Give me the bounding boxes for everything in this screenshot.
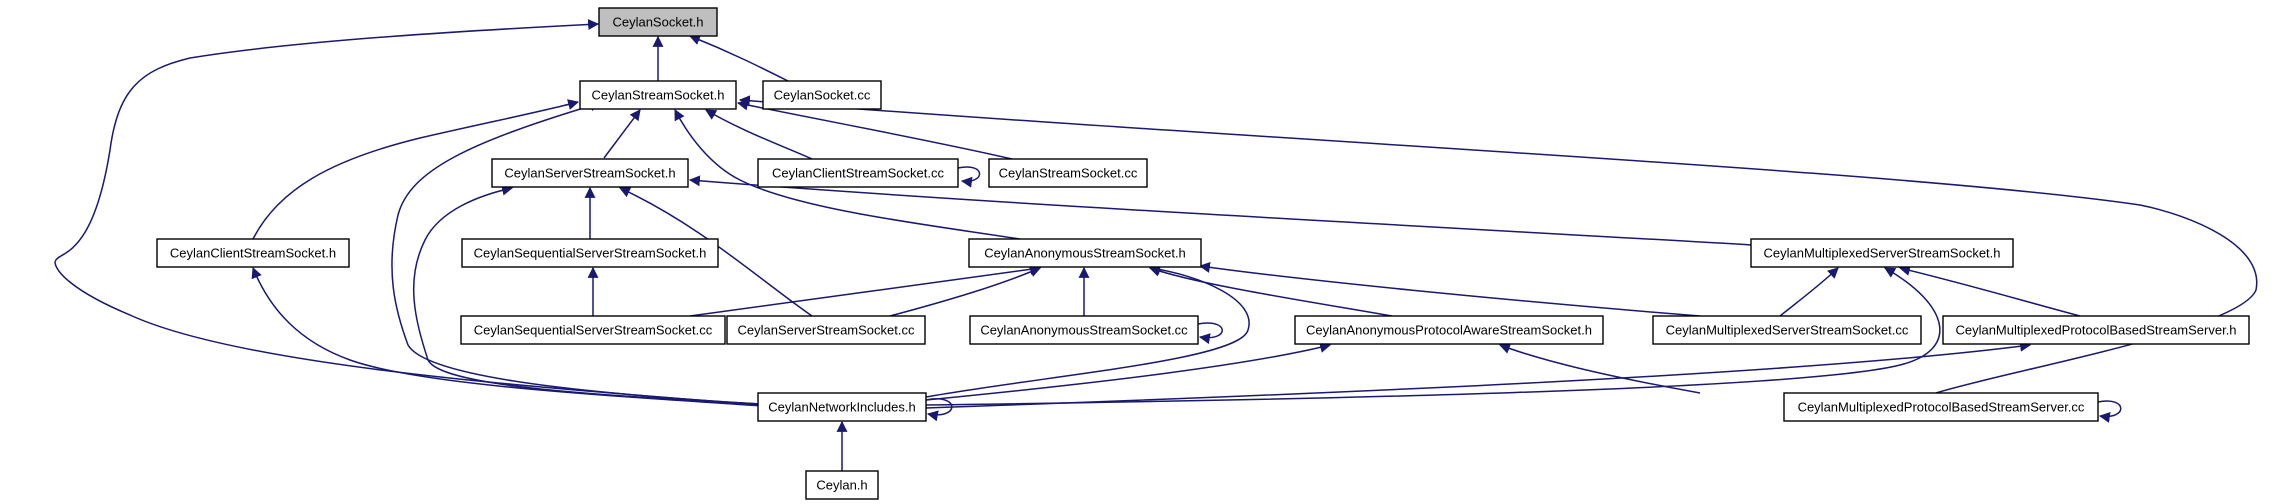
- node-ceylan-server-stream-socket-h[interactable]: CeylanServerStreamSocket.h: [491, 158, 689, 188]
- edge-network-includes-self-loop: [925, 398, 953, 422]
- edge-multiplexed-protocol-server-h-to-multiplexed-server-stream-socket-h: [1898, 264, 2081, 317]
- node-ceylan-stream-socket-cc[interactable]: CeylanStreamSocket.cc: [988, 158, 1148, 188]
- node-ceylan-stream-socket-h[interactable]: CeylanStreamSocket.h: [579, 80, 737, 110]
- node-box-ceylan-anonymous-stream-socket-cc[interactable]: [969, 315, 1199, 345]
- node-ceylan-multiplexed-protocol-based-stream-server-cc[interactable]: CeylanMultiplexedProtocolBasedStreamServ…: [1783, 392, 2099, 422]
- edge-network-includes-to-stream-socket-h: [391, 100, 761, 405]
- node-box-ceylan-sequential-server-stream-socket-h[interactable]: [461, 238, 719, 268]
- node-label-ceylan-stream-socket-cc: CeylanStreamSocket.cc: [999, 166, 1138, 181]
- node-box-ceylan-stream-socket-cc[interactable]: [988, 158, 1148, 188]
- node-box-ceylan-multiplexed-server-stream-socket-h[interactable]: [1750, 238, 2014, 268]
- node-label-ceylan-client-stream-socket-cc: CeylanClientStreamSocket.cc: [772, 166, 944, 181]
- node-box-ceylan-multiplexed-server-stream-socket-cc[interactable]: [1652, 315, 1922, 345]
- edges-layer: [54, 19, 2258, 471]
- edge-anonymous-stream-socket-h-to-stream-socket-h: [674, 109, 1021, 240]
- edge-network-includes-to-multiplexed-protocol-server-h: [925, 340, 2032, 409]
- node-box-ceylan-multiplexed-protocol-based-stream-server-h[interactable]: [1942, 315, 2250, 345]
- node-box-ceylan-anonymous-protocol-aware-stream-socket-h[interactable]: [1294, 315, 1604, 345]
- node-label-ceylan-client-stream-socket-h: CeylanClientStreamSocket.h: [170, 246, 336, 261]
- node-ceylan-multiplexed-protocol-based-stream-server-h[interactable]: CeylanMultiplexedProtocolBasedStreamServ…: [1942, 315, 2250, 345]
- node-ceylan-client-stream-socket-h[interactable]: CeylanClientStreamSocket.h: [156, 238, 350, 268]
- node-ceylan-server-stream-socket-cc[interactable]: CeylanServerStreamSocket.cc: [726, 315, 926, 345]
- node-box-ceylan-socket-h[interactable]: [598, 7, 718, 37]
- node-ceylan-anonymous-stream-socket-cc[interactable]: CeylanAnonymousStreamSocket.cc: [969, 315, 1199, 345]
- node-label-ceylan-socket-cc: CeylanSocket.cc: [774, 88, 871, 103]
- node-label-ceylan-multiplexed-protocol-based-stream-server-cc: CeylanMultiplexedProtocolBasedStreamServ…: [1798, 400, 2085, 415]
- node-label-ceylan-sequential-server-stream-socket-cc: CeylanSequentialServerStreamSocket.cc: [474, 323, 713, 338]
- node-label-ceylan-stream-socket-h: CeylanStreamSocket.h: [592, 88, 725, 103]
- edge-multiplexed-server-stream-socket-cc-to-multiplexed-server-stream-socket-h: [1779, 267, 1839, 317]
- edge-client-stream-socket-cc-self-loop: [957, 166, 981, 188]
- node-box-ceylan-server-stream-socket-cc[interactable]: [726, 315, 926, 345]
- node-box-ceylan-multiplexed-protocol-based-stream-server-cc[interactable]: [1783, 392, 2099, 422]
- edge-multiplexed-server-stream-socket-cc-to-anonymous-stream-socket-h: [1198, 261, 1701, 317]
- node-ceylan-h[interactable]: Ceylan.h: [805, 470, 879, 500]
- node-ceylan-sequential-server-stream-socket-h[interactable]: CeylanSequentialServerStreamSocket.h: [461, 238, 719, 268]
- node-label-ceylan-anonymous-protocol-aware-stream-socket-h: CeylanAnonymousProtocolAwareStreamSocket…: [1306, 323, 1592, 338]
- node-label-ceylan-multiplexed-server-stream-socket-cc: CeylanMultiplexedServerStreamSocket.cc: [1666, 323, 1909, 338]
- edge-stream-socket-cc-to-stream-socket-h: [736, 99, 1013, 160]
- edge-network-includes-to-client-stream-socket-h: [251, 266, 763, 407]
- node-box-ceylan-sequential-server-stream-socket-cc[interactable]: [460, 315, 726, 345]
- edge-server-stream-socket-cc-to-anonymous-stream-socket-h: [889, 266, 1042, 317]
- node-box-ceylan-anonymous-stream-socket-h[interactable]: [968, 238, 1202, 268]
- edge-multiplexed-protocol-server-cc-to-anonymous-protocol-aware-stream-socket-h: [1498, 343, 1701, 394]
- edge-network-includes-to-anonymous-stream-socket-h: [925, 263, 1250, 398]
- edge-client-stream-socket-h-to-stream-socket-h: [252, 99, 580, 240]
- node-box-ceylan-client-stream-socket-cc[interactable]: [757, 158, 959, 188]
- edge-anonymous-stream-socket-cc-self-loop: [1197, 322, 1223, 345]
- node-label-ceylan-anonymous-stream-socket-h: CeylanAnonymousStreamSocket.h: [984, 246, 1186, 261]
- edge-network-includes-to-socket-h: [54, 19, 761, 406]
- edge-multiplexed-protocol-server-cc-to-stream-socket-h: [738, 95, 2258, 394]
- node-ceylan-socket-cc[interactable]: CeylanSocket.cc: [762, 80, 882, 110]
- node-ceylan-anonymous-protocol-aware-stream-socket-h[interactable]: CeylanAnonymousProtocolAwareStreamSocket…: [1294, 315, 1604, 345]
- edge-server-stream-socket-h-to-stream-socket-h: [603, 109, 641, 159]
- edge-socket-cc-to-socket-h: [688, 34, 789, 82]
- edge-sequential-server-stream-socket-cc-to-anonymous-stream-socket-h: [689, 263, 1042, 317]
- node-ceylan-multiplexed-server-stream-socket-cc[interactable]: CeylanMultiplexedServerStreamSocket.cc: [1652, 315, 1922, 345]
- node-box-ceylan-h[interactable]: [805, 470, 879, 500]
- node-label-ceylan-sequential-server-stream-socket-h: CeylanSequentialServerStreamSocket.h: [474, 246, 707, 261]
- node-box-ceylan-socket-cc[interactable]: [762, 80, 882, 110]
- node-box-ceylan-stream-socket-h[interactable]: [579, 80, 737, 110]
- edge-anonymous-protocol-aware-stream-socket-h-to-anonymous-stream-socket-h: [1148, 265, 1393, 317]
- edge-network-includes-to-multiplexed-server-stream-socket-h: [925, 267, 1941, 406]
- node-ceylan-anonymous-stream-socket-h[interactable]: CeylanAnonymousStreamSocket.h: [968, 238, 1202, 268]
- node-label-ceylan-network-includes-h: CeylanNetworkIncludes.h: [768, 400, 915, 415]
- node-ceylan-multiplexed-server-stream-socket-h[interactable]: CeylanMultiplexedServerStreamSocket.h: [1750, 238, 2014, 268]
- node-label-ceylan-multiplexed-protocol-based-stream-server-h: CeylanMultiplexedProtocolBasedStreamServ…: [1955, 323, 2236, 338]
- edge-multiplexed-server-stream-socket-h-to-server-stream-socket-h: [688, 175, 1753, 246]
- edge-multiplexed-protocol-server-cc-self-loop: [2097, 400, 2122, 423]
- node-label-ceylan-socket-h: CeylanSocket.h: [612, 15, 703, 30]
- node-ceylan-client-stream-socket-cc[interactable]: CeylanClientStreamSocket.cc: [757, 158, 959, 188]
- node-label-ceylan-anonymous-stream-socket-cc: CeylanAnonymousStreamSocket.cc: [980, 323, 1188, 338]
- node-ceylan-network-includes-h[interactable]: CeylanNetworkIncludes.h: [757, 392, 927, 422]
- node-box-ceylan-server-stream-socket-h[interactable]: [491, 158, 689, 188]
- node-label-ceylan-multiplexed-server-stream-socket-h: CeylanMultiplexedServerStreamSocket.h: [1764, 246, 2001, 261]
- edge-client-stream-socket-cc-to-stream-socket-h: [705, 109, 813, 160]
- node-box-ceylan-network-includes-h[interactable]: [757, 392, 927, 422]
- node-ceylan-sequential-server-stream-socket-cc[interactable]: CeylanSequentialServerStreamSocket.cc: [460, 315, 726, 345]
- edge-network-includes-to-anonymous-protocol-aware-stream-socket-h: [925, 342, 1332, 401]
- node-label-ceylan-server-stream-socket-h: CeylanServerStreamSocket.h: [504, 166, 675, 181]
- node-label-ceylan-server-stream-socket-cc: CeylanServerStreamSocket.cc: [737, 323, 915, 338]
- node-ceylan-socket-h[interactable]: CeylanSocket.h: [598, 7, 718, 37]
- node-box-ceylan-client-stream-socket-h[interactable]: [156, 238, 350, 268]
- node-label-ceylan-h: Ceylan.h: [816, 478, 867, 493]
